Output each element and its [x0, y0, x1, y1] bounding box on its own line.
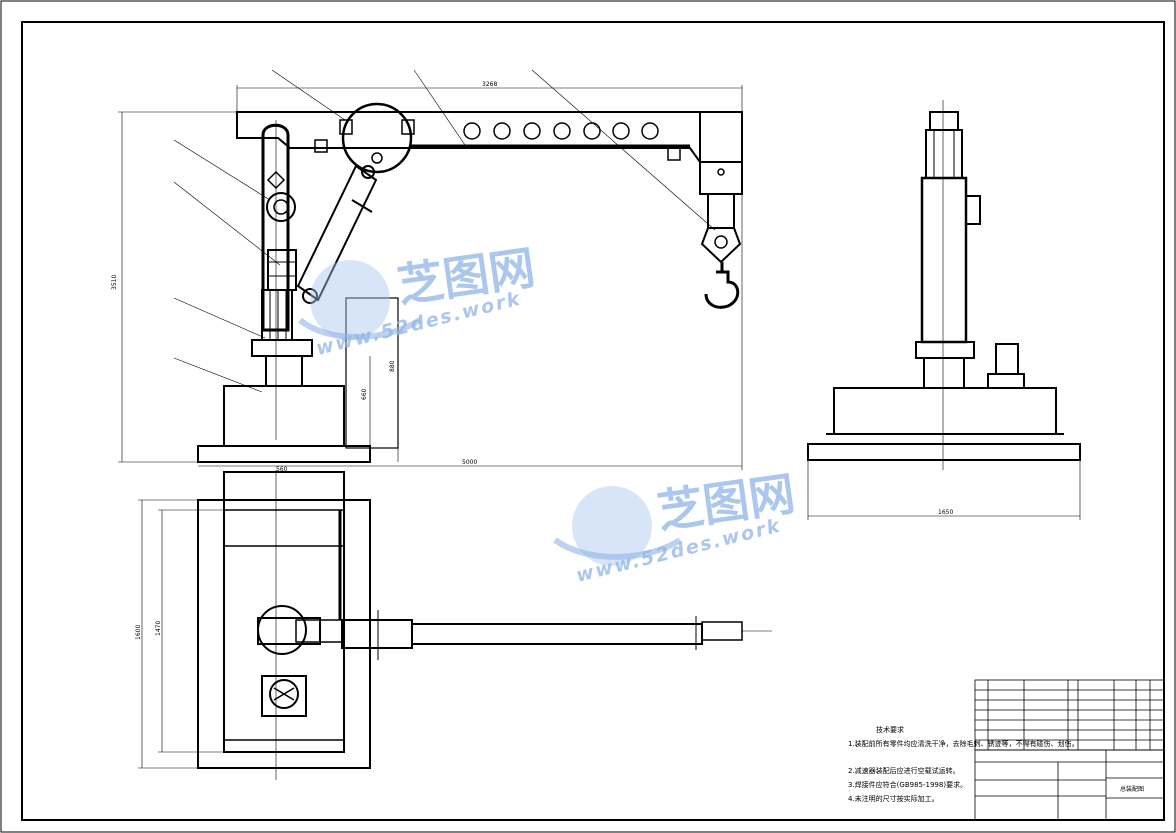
watermark-1: 芝图网 www.52des.work	[298, 240, 538, 360]
dim-overall-width: 5000	[462, 459, 477, 466]
dim-overall-height: 3510	[111, 275, 118, 290]
dim-plan-inner: 1470	[155, 621, 162, 636]
lifting-hook	[704, 262, 740, 309]
dim-base-height: 660	[361, 388, 368, 400]
pulley-block	[707, 193, 735, 229]
front-view	[118, 69, 743, 470]
tech-notes-title: 技术要求	[876, 725, 904, 734]
base-plate	[197, 445, 371, 463]
dim-top-span: 3268	[482, 81, 497, 88]
parts-list	[974, 679, 1165, 751]
crane-column	[261, 123, 290, 332]
plan-boom	[341, 619, 413, 649]
dim-plan-outer: 1600	[135, 625, 142, 640]
front-dims	[118, 69, 743, 470]
drawing-name: 总装配图	[1120, 785, 1144, 793]
tech-note-line-1: 1.装配前所有零件均应清洗干净，去除毛刺、锈迹等，不得有碰伤、划伤。	[848, 739, 1079, 748]
tech-note-line-2: 2.减速器装配后应进行空载试运转。	[848, 766, 960, 775]
plan-view	[138, 470, 772, 780]
technical-requirements: 技术要求 1.装配前所有零件均应清洗干净，去除毛刺、锈迹等，不得有碰伤、划伤。 …	[848, 725, 1079, 803]
tech-note-line-3: 3.焊接件应符合(GB985-1998)要求。	[848, 780, 967, 789]
inner-frame	[21, 21, 1165, 821]
plan-outer-plate	[197, 499, 371, 769]
tech-note-line-4: 4.未注明的尺寸按实际加工。	[848, 794, 939, 803]
side-flange	[915, 341, 975, 359]
hydraulic-cylinder	[296, 164, 378, 304]
plan-drum	[257, 605, 307, 655]
base-block	[223, 385, 345, 447]
side-base-block	[833, 387, 1057, 435]
slew-flange	[251, 339, 313, 357]
side-base-plate	[807, 443, 1081, 461]
hoist-drum	[341, 102, 413, 174]
side-column	[920, 176, 968, 344]
side-view	[807, 100, 1081, 520]
dim-side-width: 1650	[938, 509, 953, 516]
dim-base-width: 560	[276, 466, 288, 473]
pivot-ring	[266, 192, 296, 222]
plan-motor	[261, 675, 307, 717]
dim-column-height: 880	[389, 360, 396, 372]
watermark-2: 芝图网 www.52des.work	[553, 466, 798, 587]
boom-holes	[463, 122, 659, 140]
title-block	[974, 749, 1165, 821]
boom-arm	[236, 111, 743, 163]
